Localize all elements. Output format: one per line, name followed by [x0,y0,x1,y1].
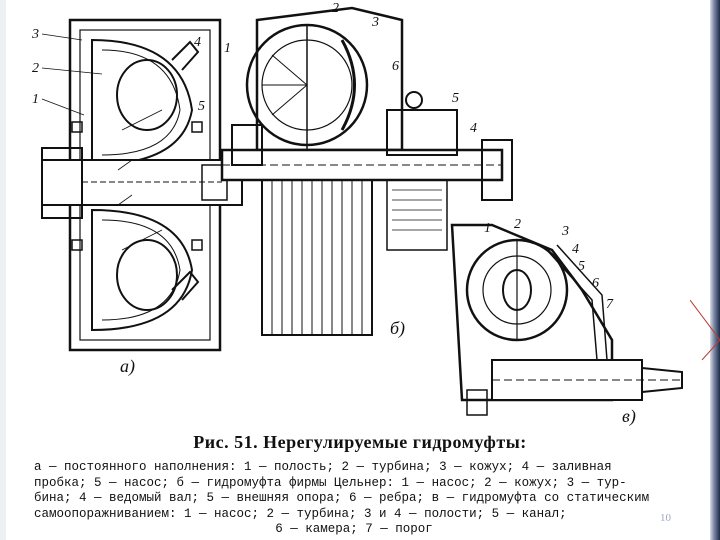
callout-v-2: 2 [514,217,521,232]
caption-line: пробка; 5 — насос; б — гидромуфта фирмы … [34,475,627,490]
technical-drawing: 3 2 1 4 5 1 2 3 6 5 4 1 2 3 4 5 6 7 [31,1,683,427]
sub-label-b: б) [390,318,405,339]
right-border-decoration [710,0,720,540]
callout-b-4: 4 [470,121,477,136]
caption-line: 6 — камера; 7 — порог [275,522,433,536]
sub-label-v: в) [622,406,636,427]
accent-line-decoration [690,300,720,360]
callout-b-2: 2 [332,1,339,16]
callout-v-6: 6 [592,276,599,291]
coupling-v-drawing [450,223,683,416]
callout-b-1: 1 [224,41,231,56]
coupling-a-drawing [41,18,243,352]
callout-a-1: 1 [32,92,39,107]
callout-b-6: 6 [392,59,399,74]
sub-label-a: а) [120,356,135,377]
callout-a-5: 5 [198,99,205,114]
callouts-v: 1 2 3 4 5 6 7 [484,217,614,312]
coupling-b-drawing [220,6,513,336]
left-border [0,0,6,540]
callout-v-7: 7 [606,297,614,312]
callouts-a: 3 2 1 4 5 [31,27,205,114]
caption-line: а — постоянного наполнения: 1 — полость;… [34,460,612,474]
slide-number: 10 [660,512,671,524]
callout-a-4: 4 [194,35,201,50]
callout-v-4: 4 [572,242,579,257]
figure-caption-body: а — постоянного наполнения: 1 — полость;… [34,460,674,538]
callouts-b: 1 2 3 6 5 4 [224,1,477,136]
callout-a-2: 2 [32,61,39,76]
figure-caption-title: Рис. 51. Нерегулируемые гидромуфты: [193,432,527,452]
callout-a-3: 3 [31,27,39,42]
callout-v-1: 1 [484,221,491,236]
callout-v-3: 3 [561,224,569,239]
callout-v-5: 5 [578,259,585,274]
callout-b-3: 3 [371,15,379,30]
caption-line: самоопоражниванием: 1 — насос; 2 — турби… [34,506,567,521]
callout-b-5: 5 [452,91,459,106]
caption-line: бина; 4 — ведомый вал; 5 — внешняя опора… [34,491,650,505]
